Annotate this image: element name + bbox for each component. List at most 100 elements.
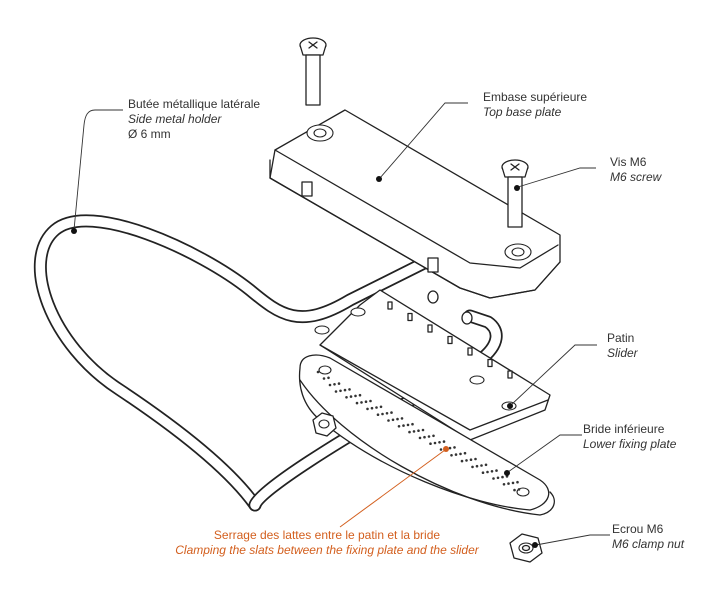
perforation-dot (513, 488, 516, 492)
clamping-fr: Serrage des lattes entre le patin et la … (213, 528, 441, 542)
perforation-dot (376, 413, 380, 417)
perforation-dot (502, 483, 506, 486)
slider-slot (407, 312, 413, 322)
perforation-dot (337, 382, 341, 385)
perforation-dot (475, 464, 479, 468)
perforation-dot (387, 419, 390, 422)
lower-plate-fr: Bride inférieure (583, 422, 665, 436)
perforation-dot (412, 430, 416, 433)
m6-nut-small (312, 412, 337, 437)
perforation-dot (511, 481, 515, 485)
perforation-dot (370, 406, 374, 410)
perforation-dot (354, 394, 357, 398)
perforation-dot (507, 482, 510, 485)
perforation-dot (433, 441, 437, 445)
perforation-dot (408, 430, 411, 434)
perforation-dot (439, 448, 443, 451)
perforation-dot (429, 442, 432, 446)
perforation-dot (334, 390, 338, 393)
side-holder-label: Butée métallique latérale Side metal hol… (128, 97, 260, 142)
perforation-dot (421, 428, 425, 432)
perforation-dot (450, 454, 453, 457)
perforation-dot (360, 401, 363, 404)
perforation-dot (486, 470, 489, 474)
perforation-dot (402, 424, 405, 427)
lower-plate-label: Bride inférieure Lower fixing plate (583, 422, 676, 452)
nut-en: M6 clamp nut (612, 537, 685, 551)
lower-plate-en: Lower fixing plate (583, 437, 677, 451)
perforation-dot (495, 469, 498, 472)
perforation-dot (471, 465, 474, 469)
perforation-dot (379, 405, 383, 409)
top-base-plate (269, 109, 561, 299)
perforation-dot (396, 417, 399, 421)
slider-fr: Patin (607, 331, 635, 345)
slider-en: Slider (607, 346, 638, 360)
perforation-dot (516, 480, 519, 484)
side-holder-dim: Ø 6 mm (128, 127, 171, 141)
perforation-dot (333, 383, 336, 386)
clamping-label: Serrage des lattes entre le patin et la … (172, 528, 482, 558)
perforation-dot (501, 475, 504, 479)
leader-lines (71, 102, 610, 548)
slider-slot (487, 358, 493, 368)
screw-label: Vis M6 M6 screw (610, 155, 661, 185)
m6-screw-left (299, 37, 327, 106)
perforation-dot (463, 451, 467, 455)
perforation-dot (345, 396, 348, 399)
perforation-dot (454, 453, 458, 456)
perforation-dot (481, 471, 485, 475)
perforation-dot (474, 457, 477, 461)
perforation-dot (448, 446, 452, 450)
perforation-dot (432, 434, 435, 438)
perforation-dot (328, 383, 332, 387)
perforation-dot (517, 488, 521, 491)
perforation-dot (442, 440, 446, 443)
perforation-dot (490, 470, 494, 473)
perforation-dot (390, 411, 393, 414)
slider-label: Patin Slider (607, 331, 638, 361)
perforation-dot (469, 458, 473, 462)
perforation-dot (484, 463, 488, 467)
perforation-dot (316, 370, 320, 374)
perforation-dot (418, 436, 422, 440)
perforation-dot (480, 464, 483, 467)
perforation-dot (460, 459, 464, 463)
perforation-dot (492, 477, 495, 480)
perforation-dot (375, 406, 378, 409)
perforation-dot (364, 400, 368, 404)
screw-fr: Vis M6 (610, 155, 647, 169)
perforation-dot (385, 412, 389, 415)
perforation-dot (355, 401, 359, 405)
side-holder-en: Side metal holder (128, 112, 222, 126)
lower-fixing-plate (298, 354, 555, 516)
side-holder-fr: Butée métallique latérale (128, 97, 261, 111)
perforation-dot (349, 395, 353, 398)
slider (314, 289, 551, 441)
perforation-dot (406, 423, 410, 427)
slider-slot (447, 335, 453, 345)
perforation-dot (381, 412, 384, 416)
perforation-dot (459, 452, 462, 456)
perforation-dot (417, 429, 420, 433)
m6-clamp-nut (509, 533, 543, 563)
perforation-dot (322, 377, 326, 380)
nut-fr: Ecrou M6 (612, 522, 664, 536)
perforation-dot (327, 376, 330, 380)
clamping-en: Clamping the slats between the fixing pl… (175, 543, 479, 557)
perforation-dot (438, 441, 441, 444)
nut-label: Ecrou M6 M6 clamp nut (612, 522, 684, 552)
top-plate-fr: Embase supérieure (483, 90, 588, 104)
perforation-dot (453, 446, 456, 449)
perforation-dot (339, 389, 342, 393)
perforation-dot (400, 417, 404, 420)
perforation-dot (343, 388, 347, 392)
perforation-dot (348, 388, 351, 391)
perforation-dot (423, 435, 426, 439)
slider-slot (387, 301, 393, 310)
perforation-dot (397, 425, 401, 428)
slider-slot (507, 370, 513, 379)
perforation-dot (496, 476, 500, 480)
perforation-dot (358, 393, 362, 397)
